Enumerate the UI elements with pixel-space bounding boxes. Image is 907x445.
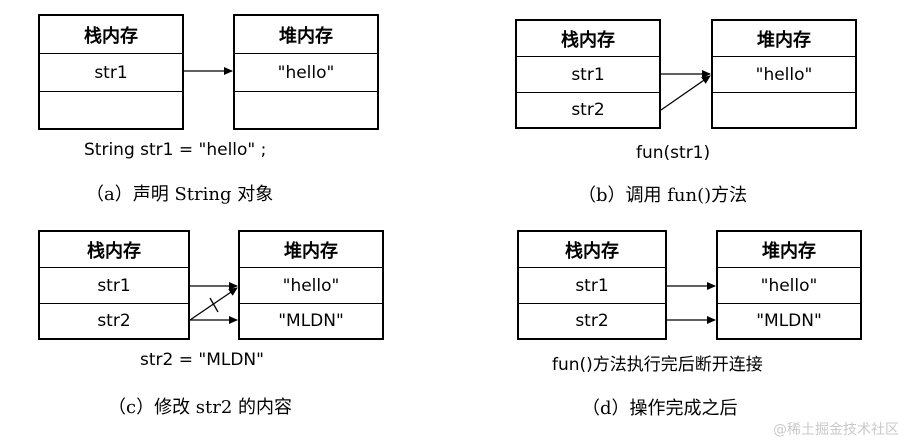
heap-cell-empty (713, 93, 855, 127)
stack-cell-str2: str2 (575, 311, 609, 331)
heap-header: 堆内存 (235, 16, 377, 54)
stack-memory-d: 栈内存 str1 str2 (517, 230, 667, 340)
stack-cell-str2: str2 (97, 311, 131, 331)
heap-cell-hello: "hello" (240, 268, 382, 304)
stack-memory-c: 栈内存 str1 str2 (38, 230, 190, 340)
heap-memory-b: 堆内存 "hello" (711, 19, 857, 129)
stack-cell-str1: str1 (40, 54, 182, 92)
heap-cell-mldn: "MLDN" (756, 311, 822, 331)
stack-memory-a: 栈内存 str1 (38, 14, 184, 130)
stack-header: 栈内存 (40, 232, 188, 268)
heap-memory-d: 堆内存 "hello" "MLDN" (716, 230, 862, 340)
stack-header: 栈内存 (519, 232, 665, 268)
stack-cell-str2: str2 (571, 100, 605, 120)
arrow-c-str2-hello-broken (189, 287, 238, 321)
watermark: @稀土掘金技术社区 (773, 422, 899, 438)
caption-d: （d）操作完成之后 (582, 398, 738, 419)
code-line-b: fun(str1) (636, 143, 711, 163)
heap-header: 堆内存 (240, 232, 382, 268)
code-line-d: fun()方法执行完后断开连接 (552, 355, 763, 375)
caption-c: （c）修改 str2 的内容 (108, 397, 293, 418)
arrow-b-str2-hello (660, 75, 711, 111)
caption-b: （b）调用 fun()方法 (578, 185, 748, 206)
heap-cell-hello: "hello" (713, 57, 855, 93)
stack-cell-empty (40, 92, 182, 128)
heap-header: 堆内存 (718, 232, 860, 268)
heap-cell-empty (235, 92, 377, 128)
heap-cell-hello: "hello" (718, 268, 860, 304)
stack-cell-str1: str1 (519, 268, 665, 304)
break-mark-c (209, 297, 219, 313)
stack-cell-str1: str1 (517, 57, 659, 93)
stack-header: 栈内存 (40, 16, 182, 54)
stack-header: 栈内存 (517, 21, 659, 57)
code-line-c: str2 = "MLDN" (140, 350, 264, 370)
caption-a: （a）声明 String 对象 (86, 184, 274, 205)
heap-header: 堆内存 (713, 21, 855, 57)
heap-cell-hello: "hello" (235, 54, 377, 92)
heap-memory-c: 堆内存 "hello" "MLDN" (238, 230, 384, 340)
stack-cell-str1: str1 (40, 268, 188, 304)
heap-memory-a: 堆内存 "hello" (233, 14, 379, 130)
code-line-a: String str1 = "hello" ; (84, 140, 267, 160)
heap-cell-mldn: "MLDN" (278, 311, 344, 331)
stack-memory-b: 栈内存 str1 str2 (515, 19, 661, 129)
